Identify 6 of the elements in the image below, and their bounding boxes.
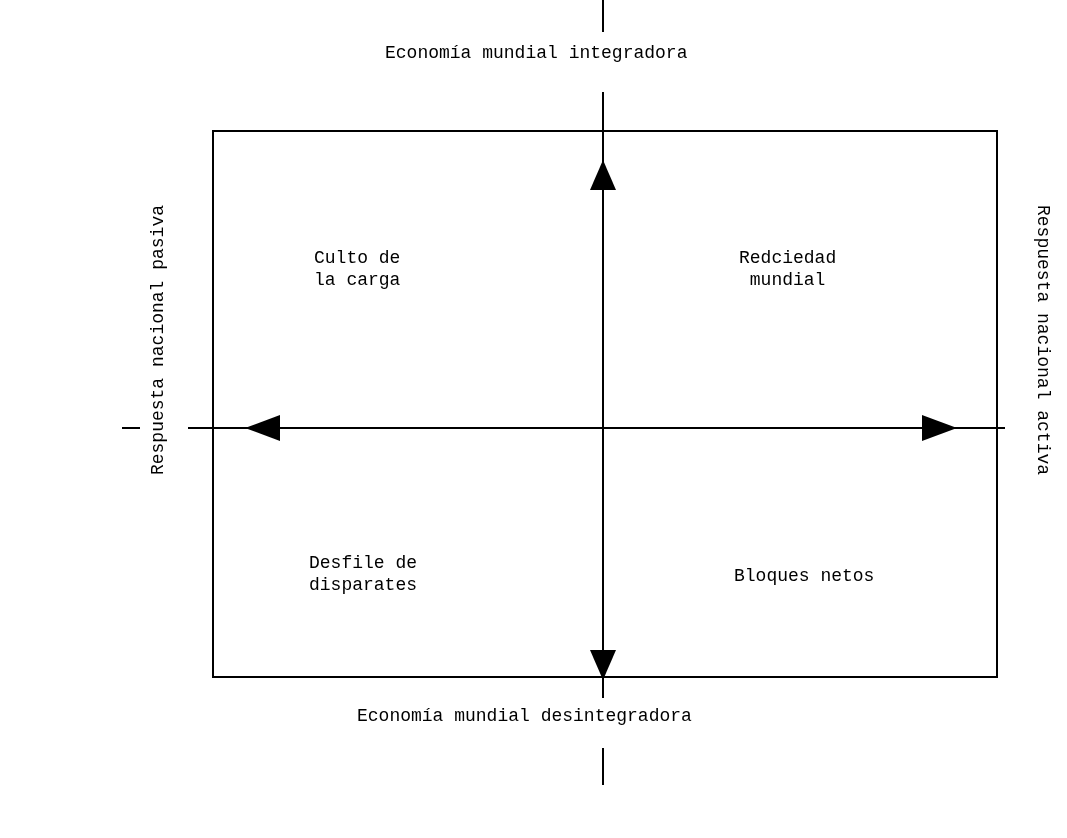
axis-label: Respuesta nacional pasiva [147,205,169,476]
axis-label: Economía mundial integradora [385,42,688,64]
quadrant-label: Bloques netos [734,565,875,587]
matrix-frame [212,130,998,678]
axis-label: Respuesta nacional activa [1032,205,1054,476]
axis-label: Economía mundial desintegradora [357,705,692,727]
